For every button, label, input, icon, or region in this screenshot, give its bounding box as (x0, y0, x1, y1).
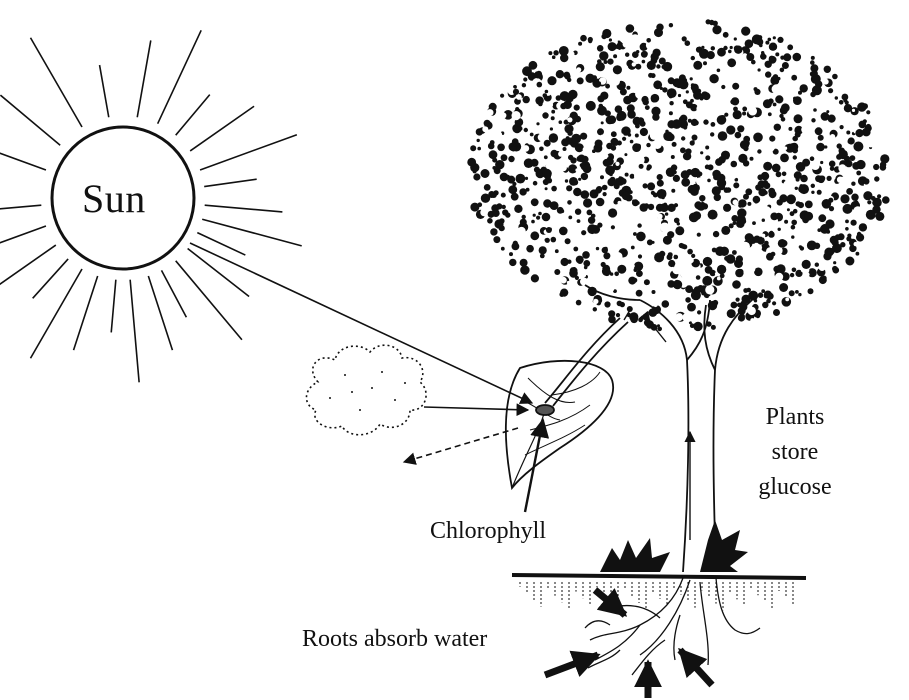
sun-label: Sun (82, 175, 146, 222)
sun-ray (111, 280, 116, 333)
store-line-2: store (740, 435, 850, 470)
sun-ray (158, 30, 202, 123)
sun-ray (205, 205, 283, 212)
sun-ray (190, 106, 254, 151)
small-plant-left (600, 538, 670, 572)
sun-ray (74, 276, 98, 350)
store-line-3: glucose (740, 470, 850, 505)
sun-ray (33, 259, 68, 298)
sun-ray (148, 276, 172, 350)
sun-ray (200, 135, 297, 170)
ground-hatch (520, 582, 793, 610)
chlorophyll-label: Chlorophyll (430, 518, 546, 545)
roots-label: Roots absorb water (302, 626, 487, 653)
leaf (506, 318, 628, 488)
tree-canopy (467, 19, 891, 331)
sun-rays (0, 30, 302, 382)
sun-ray (176, 261, 242, 340)
oxygen-arrow (404, 428, 518, 462)
sun (0, 30, 302, 382)
plants-store-glucose-label: Plants store glucose (740, 400, 850, 505)
sun-ray (0, 95, 60, 145)
sun-ray (176, 95, 210, 136)
sun-ray (130, 280, 139, 383)
sun-ray (161, 270, 186, 317)
sun-ray (137, 40, 151, 117)
store-line-1: Plants (740, 400, 850, 435)
sun-ray (197, 233, 245, 255)
small-plant-right (700, 520, 748, 572)
sun-ray (0, 152, 46, 170)
sun-ray (204, 179, 256, 186)
sun-ray (31, 38, 83, 127)
sunlight-arrow (190, 243, 532, 403)
sun-ray (0, 205, 41, 210)
roots (585, 578, 760, 675)
co2-arrow (424, 407, 528, 410)
chlorophyll-pointer (525, 420, 543, 512)
sun-ray (100, 65, 109, 117)
ground-line (512, 575, 806, 578)
cloud (306, 345, 426, 435)
sun-ray (31, 269, 83, 358)
